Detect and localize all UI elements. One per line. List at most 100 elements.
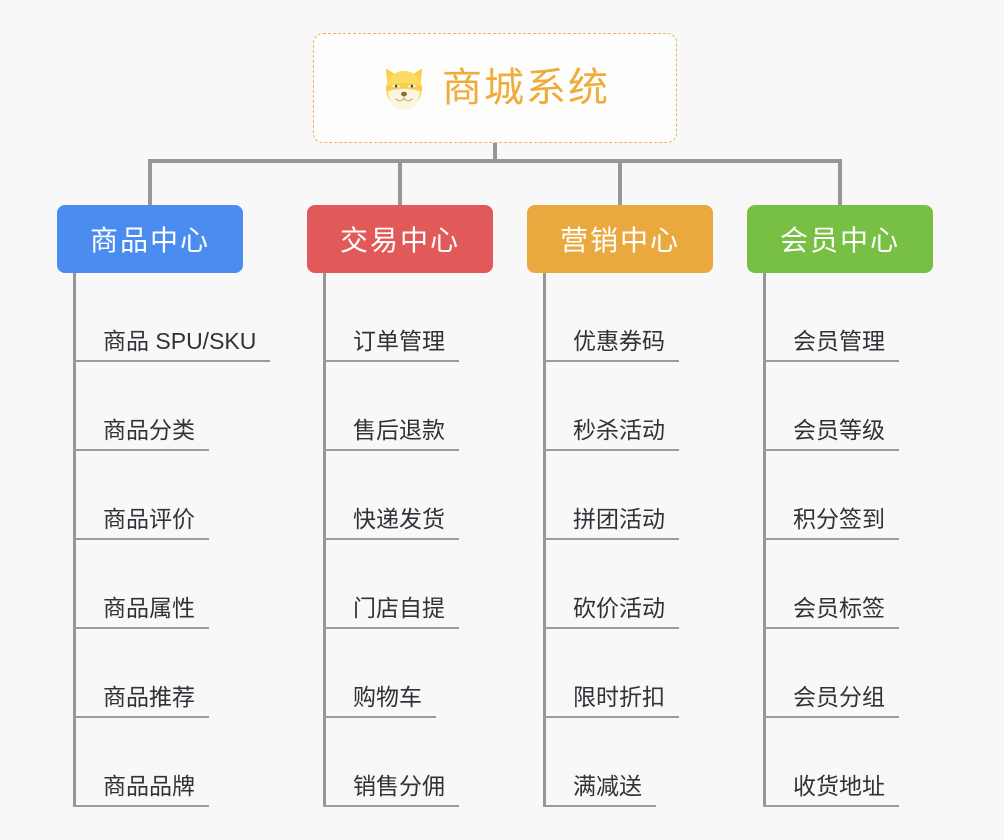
- leaf-underline: [323, 449, 459, 451]
- leaf-label: 优惠券码: [573, 328, 665, 354]
- leaf-label: 商品 SPU/SKU: [103, 328, 257, 354]
- leaf-underline: [323, 360, 459, 362]
- connector-root-stem: [493, 143, 497, 163]
- leaf-label: 会员管理: [793, 328, 885, 354]
- leaf-item[interactable]: 商品评价: [73, 451, 243, 540]
- category-box-1[interactable]: 交易中心: [307, 205, 493, 273]
- root-node[interactable]: 商城系统: [313, 33, 677, 143]
- leaf-underline: [73, 716, 209, 718]
- category-box-0[interactable]: 商品中心: [57, 205, 243, 273]
- leaf-item[interactable]: 售后退款: [323, 362, 493, 451]
- leaf-trunk-3: [763, 273, 766, 807]
- leaf-label: 会员分组: [793, 684, 885, 710]
- leaf-label: 会员等级: [793, 417, 885, 443]
- leaf-trunk-0: [73, 273, 76, 807]
- category-label-2: 营销中心: [559, 225, 680, 256]
- leaf-item[interactable]: 商品推荐: [73, 629, 243, 718]
- leaf-item[interactable]: 会员等级: [763, 362, 933, 451]
- leaf-underline: [763, 716, 899, 718]
- leaf-label: 秒杀活动: [573, 417, 665, 443]
- leaf-label: 砍价活动: [573, 595, 665, 621]
- leaf-item[interactable]: 商品属性: [73, 540, 243, 629]
- leaf-list-1: 订单管理 售后退款 快递发货 门店自提 购物车 销售分佣: [323, 273, 493, 807]
- leaf-label: 门店自提: [353, 595, 445, 621]
- leaf-underline: [73, 449, 209, 451]
- leaf-item[interactable]: 购物车: [323, 629, 493, 718]
- leaf-label: 商品推荐: [103, 684, 195, 710]
- category-column-1: 交易中心 订单管理 售后退款 快递发货 门店自提 购物车: [307, 205, 493, 807]
- leaf-underline: [73, 360, 270, 362]
- leaf-underline: [73, 805, 209, 807]
- leaf-label: 订单管理: [353, 328, 445, 354]
- leaf-item[interactable]: 秒杀活动: [543, 362, 713, 451]
- leaf-item[interactable]: 商品分类: [73, 362, 243, 451]
- leaf-underline: [763, 627, 899, 629]
- leaf-underline: [543, 360, 679, 362]
- leaf-label: 商品评价: [103, 506, 195, 532]
- leaf-label: 快递发货: [353, 506, 445, 532]
- leaf-underline: [543, 538, 679, 540]
- leaf-label: 收货地址: [793, 773, 885, 799]
- leaf-item[interactable]: 订单管理: [323, 273, 493, 362]
- leaf-label: 商品分类: [103, 417, 195, 443]
- leaf-label: 商品属性: [103, 595, 195, 621]
- connector-drop-交易中心: [398, 159, 402, 207]
- leaf-underline: [543, 716, 679, 718]
- shiba-dog-face-icon: [386, 68, 422, 109]
- leaf-label: 商品品牌: [103, 773, 195, 799]
- leaf-trunk-1: [323, 273, 326, 807]
- leaf-item[interactable]: 会员分组: [763, 629, 933, 718]
- leaf-item[interactable]: 砍价活动: [543, 540, 713, 629]
- leaf-item[interactable]: 积分签到: [763, 451, 933, 540]
- leaf-label: 会员标签: [793, 595, 885, 621]
- leaf-underline: [763, 805, 899, 807]
- leaf-label: 限时折扣: [573, 684, 665, 710]
- leaf-item[interactable]: 会员标签: [763, 540, 933, 629]
- leaf-list-3: 会员管理 会员等级 积分签到 会员标签 会员分组 收货地址: [763, 273, 933, 807]
- leaf-label: 销售分佣: [353, 773, 445, 799]
- connector-horizontal-bus: [148, 159, 840, 163]
- connector-drop-商品中心: [148, 159, 152, 207]
- leaf-item[interactable]: 商品品牌: [73, 718, 243, 807]
- leaf-item[interactable]: 快递发货: [323, 451, 493, 540]
- leaf-item[interactable]: 满减送: [543, 718, 713, 807]
- category-column-0: 商品中心 商品 SPU/SKU 商品分类 商品评价 商品属性 商品推荐: [57, 205, 270, 807]
- leaf-item[interactable]: 销售分佣: [323, 718, 493, 807]
- category-box-2[interactable]: 营销中心: [527, 205, 713, 273]
- leaf-underline: [73, 538, 209, 540]
- category-label-0: 商品中心: [89, 225, 210, 256]
- leaf-item[interactable]: 拼团活动: [543, 451, 713, 540]
- leaf-item[interactable]: 限时折扣: [543, 629, 713, 718]
- leaf-underline: [323, 627, 459, 629]
- leaf-underline: [323, 716, 436, 718]
- leaf-underline: [543, 627, 679, 629]
- leaf-list-2: 优惠券码 秒杀活动 拼团活动 砍价活动 限时折扣 满减送: [543, 273, 713, 807]
- leaf-item[interactable]: 优惠券码: [543, 273, 713, 362]
- leaf-label: 售后退款: [353, 417, 445, 443]
- leaf-underline: [73, 627, 209, 629]
- leaf-item[interactable]: 商品 SPU/SKU: [73, 273, 270, 362]
- category-column-3: 会员中心 会员管理 会员等级 积分签到 会员标签 会员分组: [747, 205, 933, 807]
- leaf-underline: [323, 538, 459, 540]
- leaf-label: 购物车: [353, 684, 422, 710]
- leaf-trunk-2: [543, 273, 546, 807]
- leaf-list-0: 商品 SPU/SKU 商品分类 商品评价 商品属性 商品推荐 商品品牌: [73, 273, 270, 807]
- leaf-item[interactable]: 门店自提: [323, 540, 493, 629]
- leaf-underline: [763, 360, 899, 362]
- leaf-underline: [763, 449, 899, 451]
- leaf-label: 满减送: [573, 773, 642, 799]
- leaf-underline: [323, 805, 459, 807]
- connector-drop-会员中心: [838, 159, 842, 207]
- category-column-2: 营销中心 优惠券码 秒杀活动 拼团活动 砍价活动 限时折扣: [527, 205, 713, 807]
- leaf-underline: [543, 449, 679, 451]
- leaf-label: 积分签到: [793, 506, 885, 532]
- category-label-3: 会员中心: [779, 225, 900, 256]
- leaf-item[interactable]: 会员管理: [763, 273, 933, 362]
- leaf-label: 拼团活动: [573, 506, 665, 532]
- category-label-1: 交易中心: [339, 225, 460, 256]
- category-box-3[interactable]: 会员中心: [747, 205, 933, 273]
- root-title: 商城系统: [442, 66, 610, 110]
- leaf-underline: [763, 538, 899, 540]
- leaf-item[interactable]: 收货地址: [763, 718, 933, 807]
